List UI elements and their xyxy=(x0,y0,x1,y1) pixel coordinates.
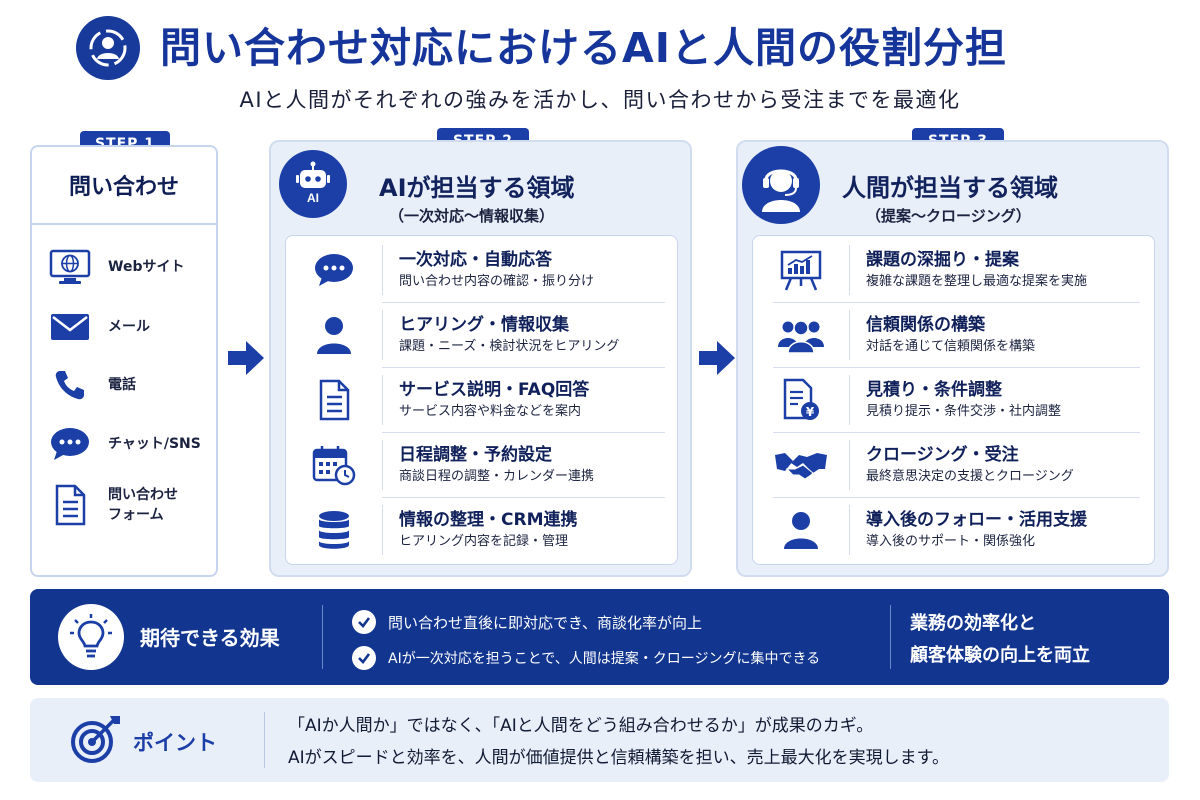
list-item: ¥ 見積り・条件調整見積り提示・条件交渉・社内調整 xyxy=(753,368,1061,432)
step1-title: 問い合わせ xyxy=(32,147,216,225)
header: 問い合わせ対応におけるAIと人間の役割分担 AIと人間がそれぞれの強みを活かし、… xyxy=(0,0,1200,125)
item-desc: 商談日程の調整・カレンダー連携 xyxy=(399,469,595,484)
item-title: 信頼関係の構築 xyxy=(866,315,985,335)
item-desc: サービス内容や料金などを案内 xyxy=(399,404,582,419)
effect-text: 問い合わせ直後に即対応でき、商談化率が向上 xyxy=(388,613,702,632)
headset-operator-icon xyxy=(742,146,820,224)
item-desc: ヒアリング内容を記録・管理 xyxy=(399,534,569,549)
list-item: クロージング・受注最終意思決定の支援とクロージング xyxy=(753,433,1074,497)
step3-title: 人間が担当する領域 xyxy=(842,174,1058,202)
lightbulb-icon xyxy=(58,604,124,670)
channel-mail: メール xyxy=(48,307,150,347)
step2-panel: AI AIが担当する領域 （一次対応〜情報収集） 一次対応・自動応答問い合わせ内… xyxy=(269,140,692,577)
list-item: 導入後のフォロー・活用支援導入後のサポート・関係強化 xyxy=(753,498,1087,562)
step3-panel: 人間が担当する領域 （提案〜クロージング） 課題の深掘り・提案複雑な課題を整理し… xyxy=(736,140,1169,577)
presentation-chart-icon xyxy=(753,238,849,302)
point-line-2: AIがスピードと効率を、人間が価値提供と信頼構築を担い、売上最大化を実現します。 xyxy=(288,748,949,768)
channel-label: 問い合わせ フォーム xyxy=(108,487,178,523)
item-desc: 対話を通じて信頼関係を構築 xyxy=(866,339,1036,354)
handshake-icon xyxy=(753,433,849,497)
item-title: 見積り・条件調整 xyxy=(866,380,1002,400)
channel-label: メール xyxy=(108,319,150,335)
list-item: 一次対応・自動応答問い合わせ内容の確認・振り分け xyxy=(286,238,594,302)
item-title: 日程調整・予約設定 xyxy=(399,445,552,465)
chat-icon xyxy=(48,424,92,464)
effect-text: AIが一次対応を担うことで、人間は提案・クロージングに集中できる xyxy=(388,651,821,667)
page-title: 問い合わせ対応におけるAIと人間の役割分担 xyxy=(160,24,1007,72)
list-item: 信頼関係の構築対話を通じて信頼関係を構築 xyxy=(753,303,1035,367)
step2-subtitle: （一次対応〜情報収集） xyxy=(389,207,555,225)
globe-icon xyxy=(48,247,92,287)
channel-phone: 電話 xyxy=(48,365,136,405)
step3-list: 課題の深掘り・提案複雑な課題を整理し最適な提案を実施 信頼関係の構築対話を通じて… xyxy=(752,235,1155,565)
robot-icon: AI xyxy=(279,150,347,218)
point-label: ポイント xyxy=(133,731,217,755)
item-desc: 複雑な課題を整理し最適な提案を実施 xyxy=(866,274,1088,289)
list-item: 日程調整・予約設定商談日程の調整・カレンダー連携 xyxy=(286,433,594,497)
channel-chat: チャット/SNS xyxy=(48,424,201,464)
form-icon xyxy=(48,484,92,526)
calendar-clock-icon xyxy=(286,433,382,497)
step1-panel: 問い合わせ Webサイト メール xyxy=(30,145,218,577)
person-icon xyxy=(286,303,382,367)
list-item: 課題の深掘り・提案複雑な課題を整理し最適な提案を実施 xyxy=(753,238,1087,302)
check-icon xyxy=(352,610,376,634)
item-title: 課題の深掘り・提案 xyxy=(866,250,1019,270)
list-item: サービス説明・FAQ回答サービス内容や料金などを案内 xyxy=(286,368,589,432)
item-title: クロージング・受注 xyxy=(866,445,1019,465)
item-title: 一次対応・自動応答 xyxy=(399,250,552,270)
channel-label: Webサイト xyxy=(108,259,185,275)
svg-text:¥: ¥ xyxy=(806,405,815,419)
document-icon xyxy=(286,368,382,432)
step2-list: 一次対応・自動応答問い合わせ内容の確認・振り分け ヒアリング・情報収集課題・ニー… xyxy=(285,235,678,565)
robot-icon-label: AI xyxy=(307,191,319,205)
expected-effects-band: 期待できる効果 問い合わせ直後に即対応でき、商談化率が向上 AIが一次対応を担う… xyxy=(30,589,1169,685)
effects-summary-line1: 業務の効率化と xyxy=(910,613,1036,634)
item-title: 導入後のフォロー・活用支援 xyxy=(866,510,1087,530)
channel-label: チャット/SNS xyxy=(108,436,201,452)
check-icon xyxy=(352,646,376,670)
list-item: 情報の整理・CRM連携ヒアリング内容を記録・管理 xyxy=(286,498,577,562)
chat-bubble-icon xyxy=(286,238,382,302)
item-desc: 見積り提示・条件交渉・社内調整 xyxy=(866,404,1062,419)
estimate-yen-icon: ¥ xyxy=(753,368,849,432)
item-title: サービス説明・FAQ回答 xyxy=(399,380,590,400)
step3-subtitle: （提案〜クロージング） xyxy=(866,207,1031,225)
item-desc: 問い合わせ内容の確認・振り分け xyxy=(399,274,595,289)
item-desc: 最終意思決定の支援とクロージング xyxy=(866,469,1074,484)
channel-label: 電話 xyxy=(108,377,136,393)
effect-item: AIが一次対応を担うことで、人間は提案・クロージングに集中できる xyxy=(352,646,820,670)
effects-label: 期待できる効果 xyxy=(140,626,280,650)
point-line-1: 「AIか人間か」ではなく、「AIと人間をどう組み合わせるか」が成果のカギ。 xyxy=(288,716,874,736)
list-item: ヒアリング・情報収集課題・ニーズ・検討状況をヒアリング xyxy=(286,303,619,367)
channel-form: 問い合わせ フォーム xyxy=(48,484,178,526)
arrow-right-icon xyxy=(226,338,266,382)
item-title: 情報の整理・CRM連携 xyxy=(399,510,578,530)
mail-icon xyxy=(48,307,92,347)
phone-icon xyxy=(48,365,92,405)
effect-item: 問い合わせ直後に即対応でき、商談化率が向上 xyxy=(352,610,702,634)
item-title: ヒアリング・情報収集 xyxy=(399,315,569,335)
database-icon xyxy=(286,498,382,562)
arrow-right-icon xyxy=(697,338,737,382)
target-icon xyxy=(68,712,124,772)
channel-web: Webサイト xyxy=(48,247,184,287)
item-desc: 課題・ニーズ・検討状況をヒアリング xyxy=(399,339,620,354)
people-group-icon xyxy=(753,303,849,367)
page-subtitle: AIと人間がそれぞれの強みを活かし、問い合わせから受注までを最適化 xyxy=(239,88,961,112)
support-team-icon xyxy=(76,16,140,80)
point-band: ポイント 「AIか人間か」ではなく、「AIと人間をどう組み合わせるか」が成果のカ… xyxy=(30,698,1169,782)
step2-title: AIが担当する領域 xyxy=(379,174,575,202)
item-desc: 導入後のサポート・関係強化 xyxy=(866,534,1036,549)
effects-summary-line2: 顧客体験の向上を両立 xyxy=(910,645,1090,666)
person-icon xyxy=(753,498,849,562)
